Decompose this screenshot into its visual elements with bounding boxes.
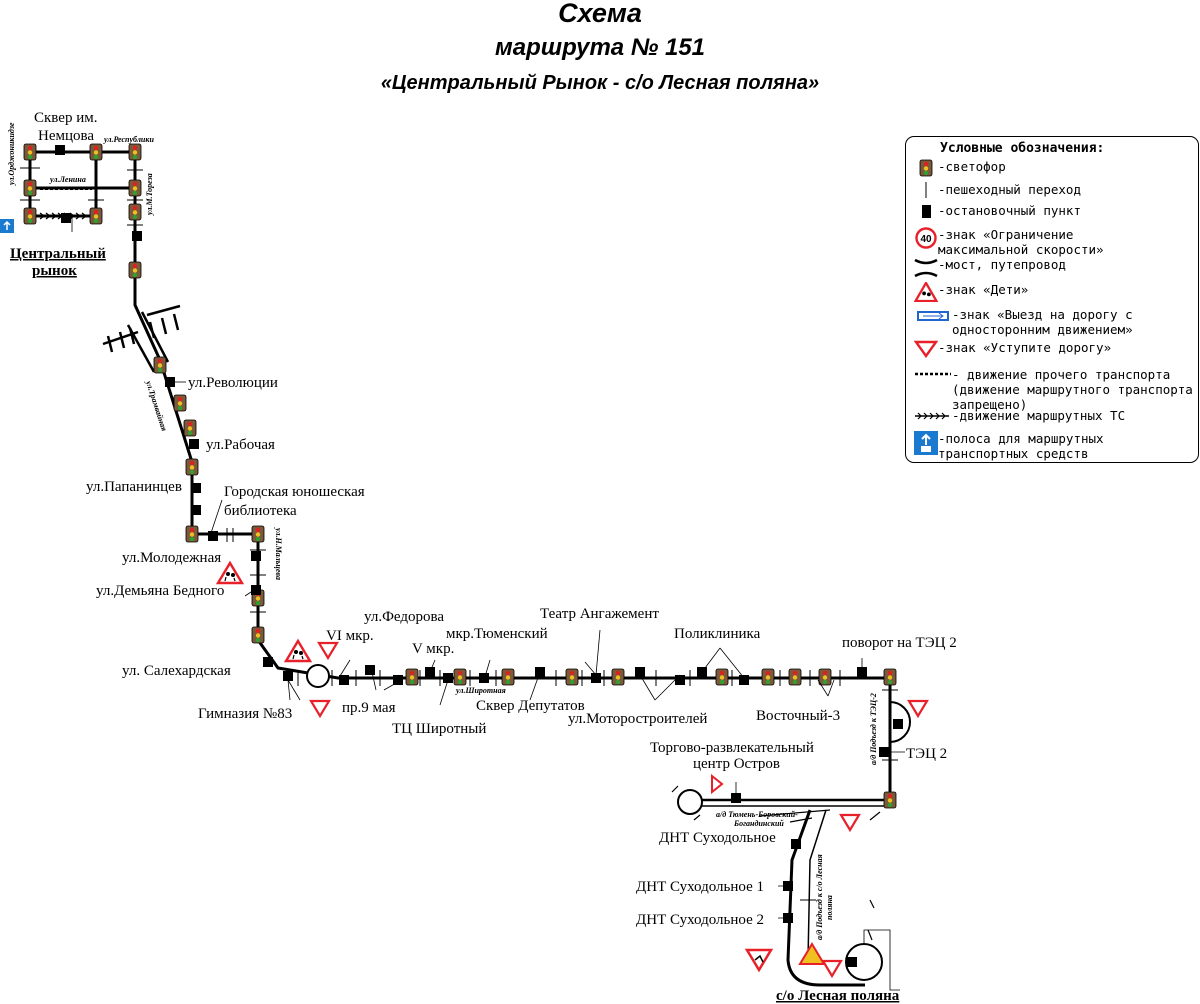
street-nmaltseva: ул.Н.Мальцева: [274, 527, 283, 580]
legend-item-label: -остановочный пункт: [938, 203, 1081, 218]
label-ostrov-2: центр Остров: [693, 756, 780, 772]
bus-lane-sign-icon: [0, 219, 14, 233]
legend-item-label: -знак «Ограничение максимальной скорости…: [938, 227, 1104, 257]
label-dnt1: ДНТ Суходольное 1: [636, 879, 764, 895]
label-povorot-tec: поворот на ТЭЦ 2: [842, 635, 957, 651]
legend-item-label: - движение прочего транспорта (движение …: [952, 367, 1193, 412]
label-pr9maya: пр.9 мая: [342, 700, 396, 716]
legend-item: -пешеходный переход: [914, 182, 1194, 198]
roundabout: [306, 664, 330, 688]
scheme-title: Схема: [558, 0, 642, 28]
legend-item: -знак «Дети»: [914, 282, 1194, 302]
legend-item-label: -знак «Дети»: [938, 282, 1029, 297]
label-dnt2: ДНТ Суходольное 2: [636, 912, 764, 928]
street-ordzhonikidze: ул.Орджоникидзе: [7, 122, 16, 186]
route-line: [28, 150, 892, 987]
label-poliklinika: Поликлиника: [674, 626, 761, 642]
label-lesnaya: с/о Лесная поляна: [776, 988, 900, 1004]
label-fedorova: ул.Федорова: [364, 609, 444, 625]
other-traffic-dashed-icon: [914, 371, 952, 377]
label-tec2: ТЭЦ 2: [906, 746, 947, 762]
label-biblioteka-2: библиотека: [224, 503, 297, 519]
label-skver-nemtsova-1: Сквер им.: [34, 110, 97, 126]
legend-item-label: -полоса для маршрутных транспортных сред…: [938, 431, 1104, 461]
label-revolyutsii: ул.Революции: [188, 375, 278, 391]
street-podezd-tec: а/д Подъезд к ТЭЦ-2: [869, 693, 878, 765]
bus-lane-sign-icon: [914, 431, 938, 455]
label-tsentralny-rynok-2: рынок: [32, 263, 77, 279]
label-leader-lines: [71, 218, 905, 991]
yield-sign-icon: [914, 340, 938, 358]
svg-text:40: 40: [920, 234, 932, 245]
label-teatr: Театр Ангажемент: [540, 606, 659, 622]
bus-stop-icon: [914, 203, 938, 219]
label-demyana: ул.Демьяна Бедного: [96, 583, 224, 599]
legend-title: Условные обозначения:: [940, 141, 1105, 156]
legend-item: -остановочный пункт: [914, 203, 1194, 219]
turnaround-loop-ostrov: [677, 789, 703, 815]
children-sign-icon: [914, 282, 938, 302]
label-skver-deputatov: Сквер Депутатов: [476, 698, 585, 714]
legend-panel: Условные обозначения: -светофор -пешеходн…: [905, 136, 1199, 463]
legend-item-label: -пешеходный переход: [938, 182, 1081, 197]
one-way-entry-sign-icon: [914, 311, 952, 321]
route-traffic-arrows-icon: [914, 412, 952, 420]
legend-item: -знак «Выезд на дорогу с односторонним д…: [914, 307, 1194, 337]
legend-item: -мост, путепровод: [914, 257, 1194, 279]
legend-item: -полоса для маршрутных транспортных сред…: [914, 431, 1194, 461]
route-number-title: маршрута № 151: [494, 34, 706, 61]
street-lenina: ул.Ленина: [49, 175, 86, 184]
direction-arrows: [671, 785, 881, 941]
label-papanintsev: ул.Папанинцев: [86, 479, 182, 495]
traffic-sign-tec-turn: [711, 773, 724, 795]
tec-loop: [889, 701, 911, 743]
legend-item-label: -светофор: [938, 159, 1006, 174]
crosswalk-icon: [914, 182, 938, 198]
street-respubliki: ул.Республики: [103, 135, 154, 144]
traffic-light-icon: [914, 159, 938, 177]
label-gimnaziya: Гимназия №83: [198, 706, 292, 722]
label-rabochaya: ул.Рабочая: [206, 437, 275, 453]
label-tc-shirotny: ТЦ Широтный: [392, 721, 486, 737]
street-podezd-lesnaya-1: а/д Подъезд к с/о Лесная: [815, 854, 824, 940]
label-vostochny: Восточный-3: [756, 708, 840, 724]
label-biblioteka-1: Городская юношеская: [224, 484, 365, 500]
label-salekhardskaya: ул. Салехардская: [122, 663, 231, 679]
legend-item-label: -движение маршрутных ТС: [952, 408, 1126, 423]
legend-item: -светофор: [914, 159, 1194, 177]
street-tyumen-borovsky-1: а/д Тюмень-Боровский-: [716, 810, 798, 819]
label-skver-nemtsova: Немцова: [38, 128, 94, 144]
label-ostrov-1: Торгово-развлекательный: [650, 740, 814, 756]
label-v-mkr: V мкр.: [412, 641, 454, 657]
yield-signs: [309, 641, 929, 978]
legend-item: 40 -знак «Ограничение максимальной скорос…: [914, 227, 1194, 257]
street-podezd-lesnaya-2: поляна: [825, 895, 834, 920]
label-mkr-tyumensky: мкр.Тюменский: [446, 626, 548, 642]
legend-item-label: -знак «Выезд на дорогу с односторонним д…: [952, 307, 1133, 337]
bridge-icon: [914, 257, 938, 279]
turn-signs-lesnaya: [744, 942, 826, 973]
legend-item-label: -мост, путепровод: [938, 257, 1066, 272]
legend-item-label: -знак «Уступите дорогу»: [938, 340, 1112, 355]
route-name-title: «Центральный Рынок - с/о Лесная поляна»: [380, 72, 820, 94]
label-molodezhnaya: ул.Молодежная: [122, 550, 221, 566]
street-tyumen-borovsky-2: Богандинский: [733, 819, 784, 828]
bridge-icon: [102, 304, 181, 373]
street-toreza: ул.М.Тореза: [145, 173, 154, 216]
label-tsentralny-rynok-1: Центральный: [10, 246, 106, 262]
legend-item: -движение маршрутных ТС: [914, 408, 1194, 423]
label-vi-mkr: VI мкр.: [326, 628, 374, 644]
label-motorostroiteley: ул.Моторостроителей: [568, 711, 707, 727]
crosswalks: [20, 167, 898, 901]
speed-limit-sign-icon: 40: [914, 227, 938, 249]
street-shirotnaya: ул.Широтная: [455, 686, 506, 695]
label-dnt-sukhodolnoe: ДНТ Суходольное: [659, 830, 776, 846]
legend-item: -знак «Уступите дорогу»: [914, 340, 1194, 358]
legend-item: - движение прочего транспорта (движение …: [914, 367, 1194, 412]
